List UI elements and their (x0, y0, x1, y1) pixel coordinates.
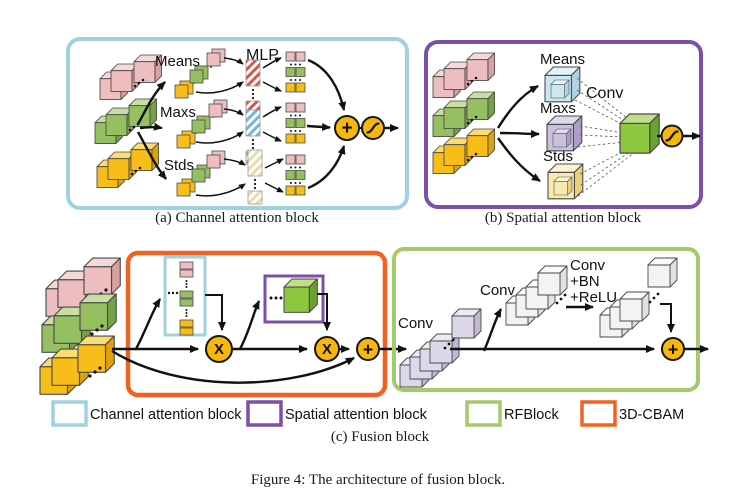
stds-label-b: Stds (543, 148, 573, 165)
conv3-cubes (599, 257, 678, 338)
input-cubes-yellow-b (432, 128, 495, 174)
sigmoid-icon-b (665, 130, 679, 142)
converge-arrows (306, 58, 347, 190)
means-label-b: Means (540, 51, 585, 68)
maxs-label-a: Maxs (160, 104, 196, 121)
cbam-border (125, 250, 388, 398)
legend-label-rfblock: RFBlock (504, 407, 560, 423)
conv1-label: Conv (398, 315, 434, 332)
rfblock-border (392, 247, 700, 392)
multiply-icon-1: X (214, 341, 224, 358)
fusion-panel: X X + Conv Conv (39, 247, 709, 398)
legend-label-spatial: Spatial attention block (285, 407, 428, 423)
stds-cluster (176, 150, 226, 197)
output-weights-maxs (285, 102, 306, 144)
mlp-flow-arrows (195, 57, 284, 197)
legend-label-channel: Channel attention block (90, 407, 242, 423)
maxs-label-b: Maxs (540, 100, 576, 117)
branch-arrows (136, 81, 167, 180)
means-map-cube (544, 66, 581, 103)
conv2-cubes (505, 265, 568, 326)
legend-label-cbam: 3D-CBAM (619, 407, 684, 423)
conv-bn-relu-label: Conv +BN +ReLU (570, 257, 617, 306)
legend: Channel attention block Spatial attentio… (51, 400, 684, 427)
svg-text:+BN: +BN (570, 273, 600, 290)
legend-swatch-channel (51, 400, 88, 427)
output-weights-stds (285, 154, 306, 196)
residual-bypass-arrow (111, 349, 355, 384)
stds-map-cube (547, 163, 584, 200)
conv1-cubes (399, 308, 482, 388)
spatial-attention-mini (263, 274, 325, 324)
svg-text:+ReLU: +ReLU (570, 289, 617, 306)
add-icon-c2: + (668, 340, 679, 360)
maxs-map-cube (546, 115, 583, 152)
branch-arrows-b (496, 84, 541, 183)
panel-b-caption: (b) Spatial attention block (485, 210, 642, 226)
stds-label-a: Stds (164, 157, 194, 174)
figure-caption: Figure 4: The architecture of fusion blo… (251, 472, 505, 488)
channel-attention-panel: Means Maxs Stds MLP (66, 37, 409, 226)
spatial-map-cube (619, 113, 660, 154)
legend-swatch-cbam (580, 400, 617, 427)
add-icon: + (341, 118, 352, 139)
multiply-circle-1 (205, 335, 233, 363)
input-cubes-pink-b (432, 52, 495, 98)
multiply-circle-2 (314, 336, 340, 362)
sigmoid-icon-a (366, 122, 380, 134)
spatial-attention-panel: Means Conv Maxs Stds (424, 40, 703, 226)
mlp-vector-stds (247, 149, 263, 205)
input-cubes-yellow (96, 142, 159, 188)
means-label-a: Means (155, 53, 200, 70)
add-circle-c1 (356, 337, 380, 361)
output-weights-means (285, 51, 306, 93)
maxs-cluster (176, 99, 228, 149)
legend-swatch-spatial (246, 400, 283, 427)
panel-c-caption: (c) Fusion block (331, 429, 430, 445)
conv-label-b: Conv (586, 85, 623, 102)
input-cubes-yellow-c (39, 335, 115, 395)
svg-text:Conv: Conv (570, 257, 606, 274)
legend-swatch-rfblock (465, 400, 502, 427)
means-cluster (174, 48, 226, 99)
multiply-icon-2: X (322, 341, 332, 358)
panel-a-caption: (a) Channel attention block (155, 210, 319, 226)
add-icon-c1: + (363, 340, 374, 360)
conv2-label: Conv (480, 282, 516, 299)
input-cubes-green-c (41, 293, 117, 353)
channel-attention-mini (163, 255, 207, 337)
input-cubes-pink (99, 54, 162, 100)
input-cubes-green-b (432, 91, 495, 137)
